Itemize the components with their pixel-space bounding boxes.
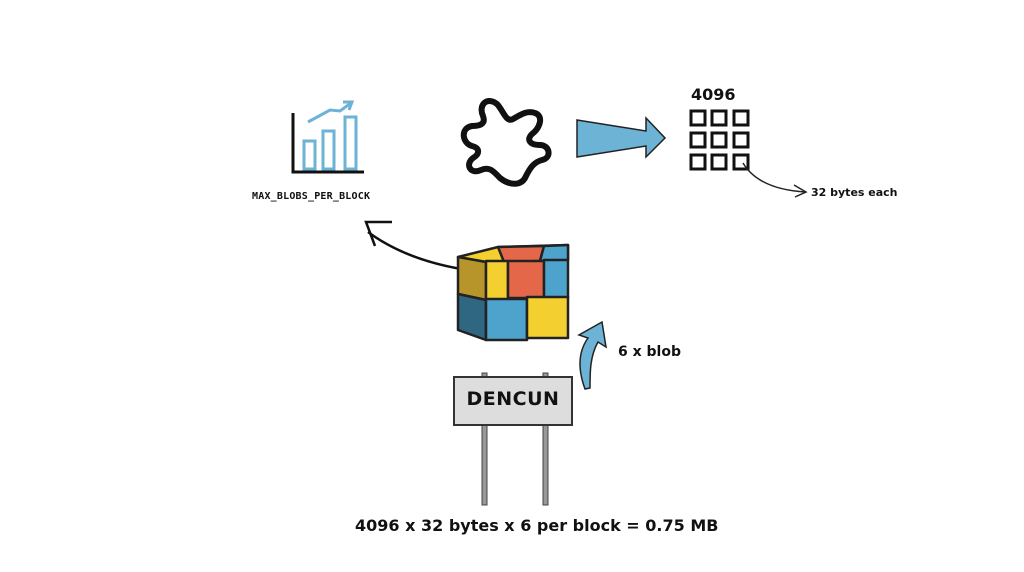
sign-text: DENCUN (466, 388, 560, 410)
chart-icon-label: MAX_BLOBS_PER_BLOCK (252, 191, 371, 202)
pointer-arrow-icon (742, 162, 808, 198)
right-arrow-icon (576, 116, 667, 159)
blob-arrow-label: 6 x blob (618, 344, 681, 360)
up-arrow-icon (577, 320, 608, 390)
grid-annotation: 32 bytes each (811, 186, 898, 199)
formula-text: 4096 x 32 bytes x 6 per block = 0.75 MB (355, 516, 719, 535)
bar-chart-icon (291, 100, 364, 174)
grid-icon (689, 109, 750, 171)
block-icon (456, 243, 570, 342)
signpost-icon (453, 372, 573, 506)
blob-icon (460, 97, 552, 187)
grid-count-label: 4096 (691, 85, 736, 104)
